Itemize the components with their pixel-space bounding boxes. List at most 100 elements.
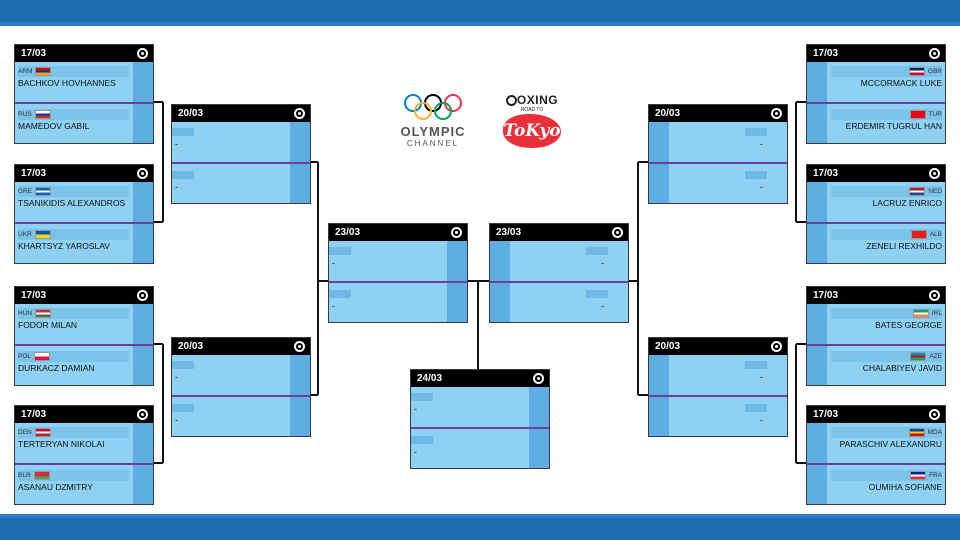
bout-date: 20/03 [178,341,204,352]
bout-date: 17/03 [21,48,47,59]
bout-r1-right-2[interactable]: 17/03 NEDLacruz EnricoALBZeneli Rexhildo [806,164,946,264]
tokyo-badge: ToKyo [503,114,561,148]
fighter: MDAParaschiv Alexandru [831,427,942,449]
bout-divider [807,344,945,346]
seed-slot [172,361,194,369]
bout-date: 17/03 [21,409,47,420]
bottom-band [0,514,960,540]
bout-sf-left[interactable]: 23/03 - - [328,223,468,323]
country-flag-icon [909,110,926,119]
country-flag-icon [908,67,925,76]
bout-qf-right-1[interactable]: 20/03 -- [648,104,788,204]
clock-icon [137,48,148,59]
boxing-road-to-tokyo-logo: OXING ROAD TO ToKyo [495,93,569,149]
country-code: GRE [18,187,33,195]
tbd-fighter: - [175,415,178,425]
bout-divider [649,162,787,164]
bout-divider [649,395,787,397]
clock-icon [137,168,148,179]
fighter-name: Khartsyz Yaroslav [18,241,110,251]
fighter-country-row: ALB [831,229,942,240]
clock-icon [771,341,782,352]
fighter: NEDLacruz Enrico [831,186,942,208]
country-code: FRA [929,471,942,479]
bout-date-header: 17/03 [15,287,153,304]
seed-slot [411,393,433,401]
tbd-fighter: - [760,139,763,149]
country-code: IRL [931,309,942,317]
bout-date-header: 20/03 [172,338,310,355]
fighter: IRLBates George [831,308,942,330]
bout-divider [807,102,945,104]
bout-date-header: 17/03 [15,45,153,62]
bout-date: 20/03 [178,108,204,119]
tbd-fighter: - [760,415,763,425]
fighter: TURErdemir Tugrul Han [831,109,942,131]
bout-r1-right-4[interactable]: 17/03 MDAParaschiv AlexandruFRAOumiha So… [806,405,946,505]
bout-r1-left-4[interactable]: 17/03 DENTerteryan NikolaiBLRAsanau Dzmi… [14,405,154,505]
country-code: ARM [18,67,33,75]
tbd-fighter: - [175,372,178,382]
clock-icon [533,373,544,384]
tokyo-wordmark: ToKyo [503,121,561,141]
olympic-wordmark: OLYMPIC [400,124,466,139]
fighter-country-row: NED [831,186,942,197]
country-code: MDA [927,428,942,436]
tbd-fighter: - [414,404,417,414]
tbd-fighter: - [175,182,178,192]
fighter-name: Bachkov Hovhannes [18,78,116,88]
clock-icon [137,409,148,420]
clock-icon [294,341,305,352]
bout-qf-left-1[interactable]: 20/03 - - [171,104,311,204]
bout-date: 17/03 [21,290,47,301]
bout-date-header: 17/03 [807,406,945,423]
fighter-name: Erdemir Tugrul Han [845,121,942,131]
fighter: DENTerteryan Nikolai [18,427,129,449]
bout-qf-right-2[interactable]: 20/03 -- [648,337,788,437]
bout-qf-left-2[interactable]: 20/03 - - [171,337,311,437]
fighter-country-row: DEN [18,427,129,438]
country-code: RUS [18,110,32,118]
bout-r1-right-3[interactable]: 17/03 IRLBates GeorgeAZEChalabiyev Javid [806,286,946,386]
tbd-fighter: - [601,301,604,311]
clock-icon [929,409,940,420]
bout-date-header: 23/03 [329,224,467,241]
fighter: AZE Chalabiyev Javid [831,351,942,373]
bout-r1-right-1[interactable]: 17/03 GBRMcCormack LukeTURErdemir Tugrul… [806,44,946,144]
fighter-name: Chalabiyev Javid [862,363,942,373]
country-code: HUN [18,309,33,317]
country-flag-icon [34,110,51,119]
seed-slot [586,290,608,298]
fighter-country-row: GBR [831,66,942,77]
fighter-country-row: TUR [831,109,942,120]
clock-icon [771,108,782,119]
bout-r1-left-3[interactable]: 17/03 HUNFodor MilanPOLDurkacz Damian [14,286,154,386]
bout-sf-right[interactable]: 23/03 -- [489,223,629,323]
country-flag-icon [912,309,929,318]
country-flag-icon [35,309,52,318]
clock-icon [612,227,623,238]
country-code: UKR [18,230,32,238]
bout-date: 17/03 [813,409,839,420]
tbd-fighter: - [332,258,335,268]
tbd-fighter: - [175,139,178,149]
country-code: GBR [927,67,942,75]
country-code: AZE [929,352,942,360]
bout-divider [172,162,310,164]
country-code: POL [18,352,32,360]
country-flag-icon [34,230,51,239]
bout-r1-left-1[interactable]: 17/03 ARMBachkov HovhannesRUSMamedov Gab… [14,44,154,144]
bout-date: 17/03 [813,48,839,59]
fighter-country-row: HUN [18,308,129,319]
bout-final[interactable]: 24/03 -- [410,369,550,469]
bout-date-header: 17/03 [15,165,153,182]
tbd-fighter: - [332,301,335,311]
bout-r1-left-2[interactable]: 17/03 GRETsanikidis AlexandrosUKRKhartsy… [14,164,154,264]
fighter: UKR Khartsyz Yaroslav [18,229,129,251]
bout-divider [490,281,628,283]
fighter-name: Durkacz Damian [18,363,95,373]
seed-slot [329,290,351,298]
seed-slot [411,436,433,444]
country-flag-icon [33,471,50,480]
